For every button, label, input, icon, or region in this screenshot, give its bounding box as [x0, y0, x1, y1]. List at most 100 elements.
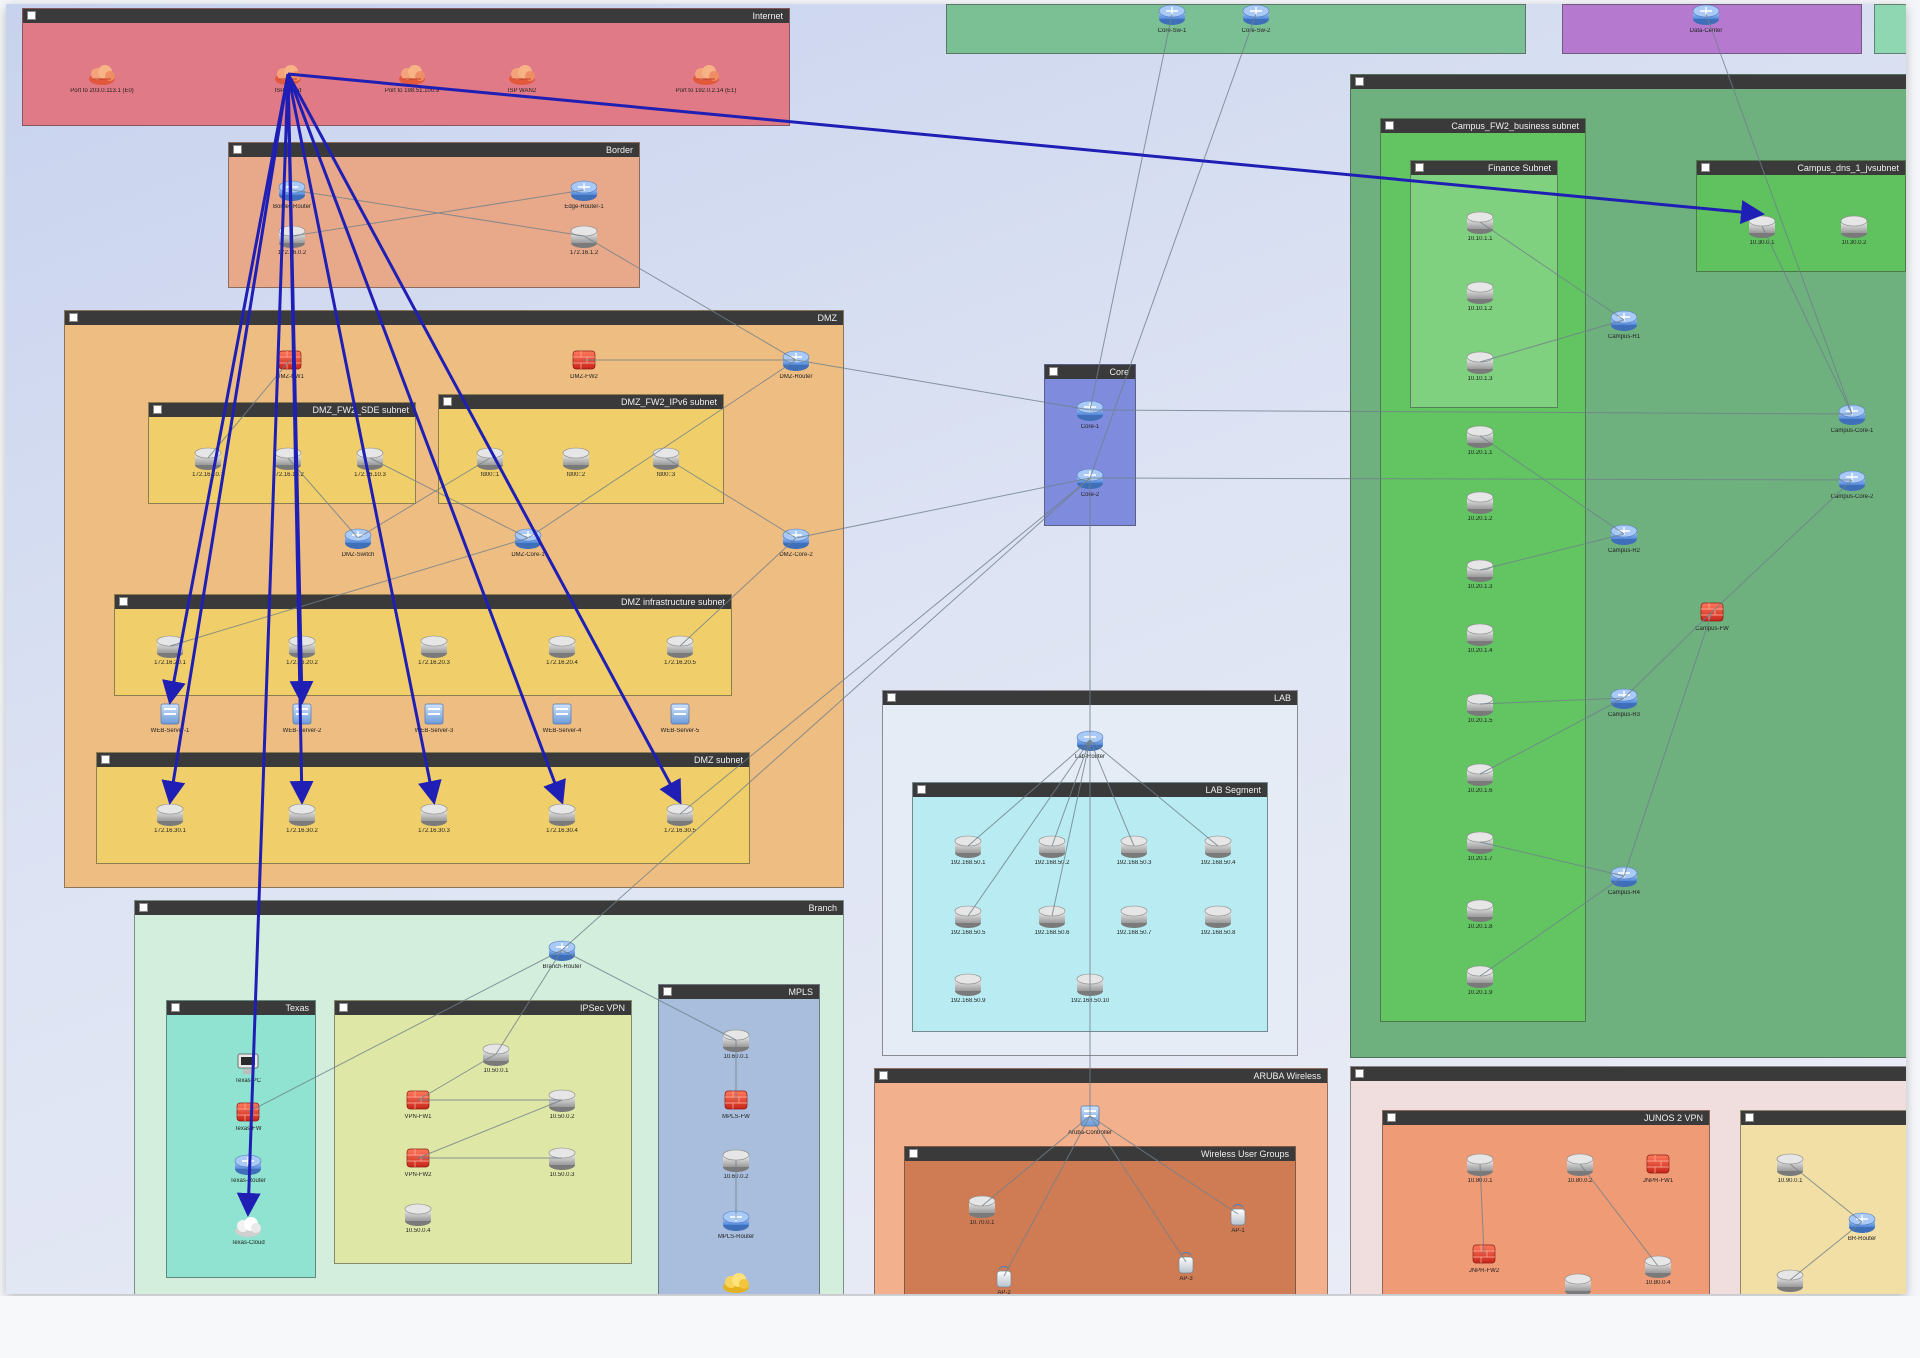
collapse-toggle[interactable]: [663, 987, 672, 996]
br-server-icon[interactable]: 10.90.0.1: [1775, 1151, 1805, 1184]
juniper-server-icon[interactable]: 10.80.0.1: [1465, 1151, 1495, 1184]
dmz-appliance-icon[interactable]: WEB-Server-2: [283, 701, 321, 734]
dmz-infra-server-icon[interactable]: 172.16.20.5: [664, 633, 696, 666]
internet-cloud-icon[interactable]: Port to 198.51.100.9: [385, 61, 439, 94]
dmz-router-icon[interactable]: DMZ-Router: [779, 347, 813, 380]
campus-server-icon[interactable]: 10.20.1.5: [1465, 691, 1495, 724]
group-header[interactable]: Campus_dns_1_jvsubnet: [1697, 161, 1905, 175]
collapse-toggle[interactable]: [171, 1003, 180, 1012]
dmz-ipv6-server-icon[interactable]: fd00::3: [651, 445, 681, 478]
lab-router-icon[interactable]: Lab-Router: [1075, 727, 1105, 760]
lab-server-icon[interactable]: 192.168.50.9: [950, 971, 986, 1004]
collapse-toggle[interactable]: [879, 1071, 888, 1080]
dmz-infra-server-icon[interactable]: 172.16.20.4: [546, 633, 578, 666]
wireless-ap-icon[interactable]: AP-2: [989, 1263, 1019, 1294]
dmz-subnet-server-icon[interactable]: 172.16.30.1: [154, 801, 186, 834]
group-header[interactable]: DMZ infrastructure subnet: [115, 595, 731, 609]
lab-server-icon[interactable]: 192.168.50.3: [1116, 833, 1152, 866]
collapse-toggle[interactable]: [1355, 1069, 1364, 1078]
collapse-toggle[interactable]: [339, 1003, 348, 1012]
campus-server-icon[interactable]: 10.20.1.3: [1465, 557, 1495, 590]
dmz-infra-server-icon[interactable]: 172.16.20.2: [286, 633, 318, 666]
vpn-server-icon[interactable]: 10.50.0.2: [547, 1087, 577, 1120]
collapse-toggle[interactable]: [1049, 367, 1058, 376]
lab-server-icon[interactable]: 192.168.50.10: [1071, 971, 1109, 1004]
internet-cloud-icon[interactable]: Port to 192.0.2.14 (E1): [676, 61, 736, 94]
group-header[interactable]: JUNOS 2 VPN: [1383, 1111, 1709, 1125]
top-node-icon[interactable]: Core-Sw-1: [1157, 4, 1187, 34]
group-header[interactable]: Branch: [135, 901, 843, 915]
juniper-server-icon[interactable]: 10.80.0.4: [1643, 1253, 1673, 1286]
group-header[interactable]: LAB Segment: [913, 783, 1267, 797]
wireless-ap-icon[interactable]: AP-1: [1223, 1201, 1253, 1234]
texas-router-icon[interactable]: Texas-Router: [230, 1151, 266, 1184]
border-server-icon[interactable]: 172.16.0.2: [277, 223, 307, 256]
campus-server-icon[interactable]: 10.20.1.9: [1465, 963, 1495, 996]
dmz-fw-server-icon[interactable]: 172.16.10.2: [272, 445, 304, 478]
collapse-toggle[interactable]: [139, 903, 148, 912]
collapse-toggle[interactable]: [909, 1149, 918, 1158]
dmz-router-icon[interactable]: DMZ-Switch: [342, 525, 374, 558]
juniper-server-icon[interactable]: 10.80.0.2: [1565, 1151, 1595, 1184]
lab-server-icon[interactable]: 192.168.50.5: [950, 903, 986, 936]
collapse-toggle[interactable]: [1415, 163, 1424, 172]
dns-server-icon[interactable]: 10.30.0.1: [1747, 213, 1777, 246]
collapse-toggle[interactable]: [119, 597, 128, 606]
juniper-server-icon[interactable]: 10.80.0.3: [1563, 1271, 1593, 1294]
dmz-appliance-icon[interactable]: WEB-Server-3: [415, 701, 453, 734]
texas-firewall-icon[interactable]: Texas-FW: [233, 1099, 263, 1132]
collapse-toggle[interactable]: [153, 405, 162, 414]
texas-pc-icon[interactable]: Texas-PC: [233, 1051, 263, 1084]
internet-cloud-icon[interactable]: Port to 203.0.113.1 (E0): [70, 61, 134, 94]
dmz-appliance-icon[interactable]: WEB-Server-4: [543, 701, 581, 734]
dmz-subnet-server-icon[interactable]: 172.16.30.3: [418, 801, 450, 834]
vpn-firewall-icon[interactable]: VPN-FW2: [403, 1145, 433, 1178]
group-header[interactable]: Border: [229, 143, 639, 157]
branch-router-icon[interactable]: Branch-Router: [542, 937, 582, 970]
core-router-icon[interactable]: Core-2: [1075, 465, 1105, 498]
top-node-icon[interactable]: Core-Sw-2: [1241, 4, 1271, 34]
group-header[interactable]: DMZ_FW2_SDE subnet: [149, 403, 415, 417]
texas-cloud-icon[interactable]: Texas-Cloud: [231, 1213, 265, 1246]
border-server-icon[interactable]: 172.16.1.2: [569, 223, 599, 256]
top-node-icon[interactable]: Data-Center: [1690, 4, 1722, 34]
dmz-ipv6-server-icon[interactable]: fd00::1: [475, 445, 505, 478]
core-router-icon[interactable]: Core-1: [1075, 397, 1105, 430]
dmz-router-icon[interactable]: DMZ-Core-1: [511, 525, 545, 558]
dmz-ipv6-server-icon[interactable]: fd00::2: [561, 445, 591, 478]
collapse-toggle[interactable]: [1745, 1113, 1754, 1122]
collapse-toggle[interactable]: [233, 145, 242, 154]
campus-server-icon[interactable]: 10.20.1.1: [1465, 423, 1495, 456]
dmz-router-icon[interactable]: DMZ-Core-2: [779, 525, 813, 558]
mpls-server-icon[interactable]: 10.60.0.2: [721, 1147, 751, 1180]
finance-server-icon[interactable]: 10.10.1.3: [1465, 349, 1495, 382]
campus-router-icon[interactable]: Campus-Core-1: [1831, 401, 1873, 434]
group-header[interactable]: ARUBA Wireless: [875, 1069, 1327, 1083]
group-header[interactable]: MPLS: [659, 985, 819, 999]
wireless-server-icon[interactable]: 10.70.0.1: [967, 1193, 997, 1226]
group-bottom-right-yellow[interactable]: [1740, 1110, 1906, 1294]
group-ipsec-vpn[interactable]: IPSec VPN: [334, 1000, 632, 1264]
group-header[interactable]: LAB: [883, 691, 1297, 705]
collapse-toggle[interactable]: [69, 313, 78, 322]
lab-server-icon[interactable]: 192.168.50.6: [1034, 903, 1070, 936]
lab-server-icon[interactable]: 192.168.50.2: [1034, 833, 1070, 866]
group-core[interactable]: Core: [1044, 364, 1136, 526]
group-header[interactable]: Finance Subnet: [1411, 161, 1557, 175]
campus-server-icon[interactable]: 10.20.1.6: [1465, 761, 1495, 794]
group-top-right[interactable]: [1874, 4, 1906, 54]
dmz-firewall-icon[interactable]: DMZ-FW1: [275, 347, 305, 380]
network-topology-canvas[interactable]: Internet Border DMZ DMZ_FW2_SDE subnet D…: [6, 4, 1906, 1294]
lab-server-icon[interactable]: 192.168.50.1: [950, 833, 986, 866]
group-header[interactable]: [1351, 1067, 1906, 1081]
group-header[interactable]: DMZ_FW2_IPv6 subnet: [439, 395, 723, 409]
collapse-toggle[interactable]: [1387, 1113, 1396, 1122]
dmz-subnet-server-icon[interactable]: 172.16.30.2: [286, 801, 318, 834]
campus-router-icon[interactable]: Campus-Core-2: [1831, 467, 1873, 500]
group-header[interactable]: Texas: [167, 1001, 315, 1015]
juniper-firewall-icon[interactable]: JNPR-FW2: [1469, 1241, 1499, 1274]
finance-server-icon[interactable]: 10.10.1.1: [1465, 209, 1495, 242]
group-header[interactable]: DMZ subnet: [97, 753, 749, 767]
vpn-server-icon[interactable]: 10.50.0.4: [403, 1201, 433, 1234]
campus-server-icon[interactable]: 10.20.1.7: [1465, 829, 1495, 862]
